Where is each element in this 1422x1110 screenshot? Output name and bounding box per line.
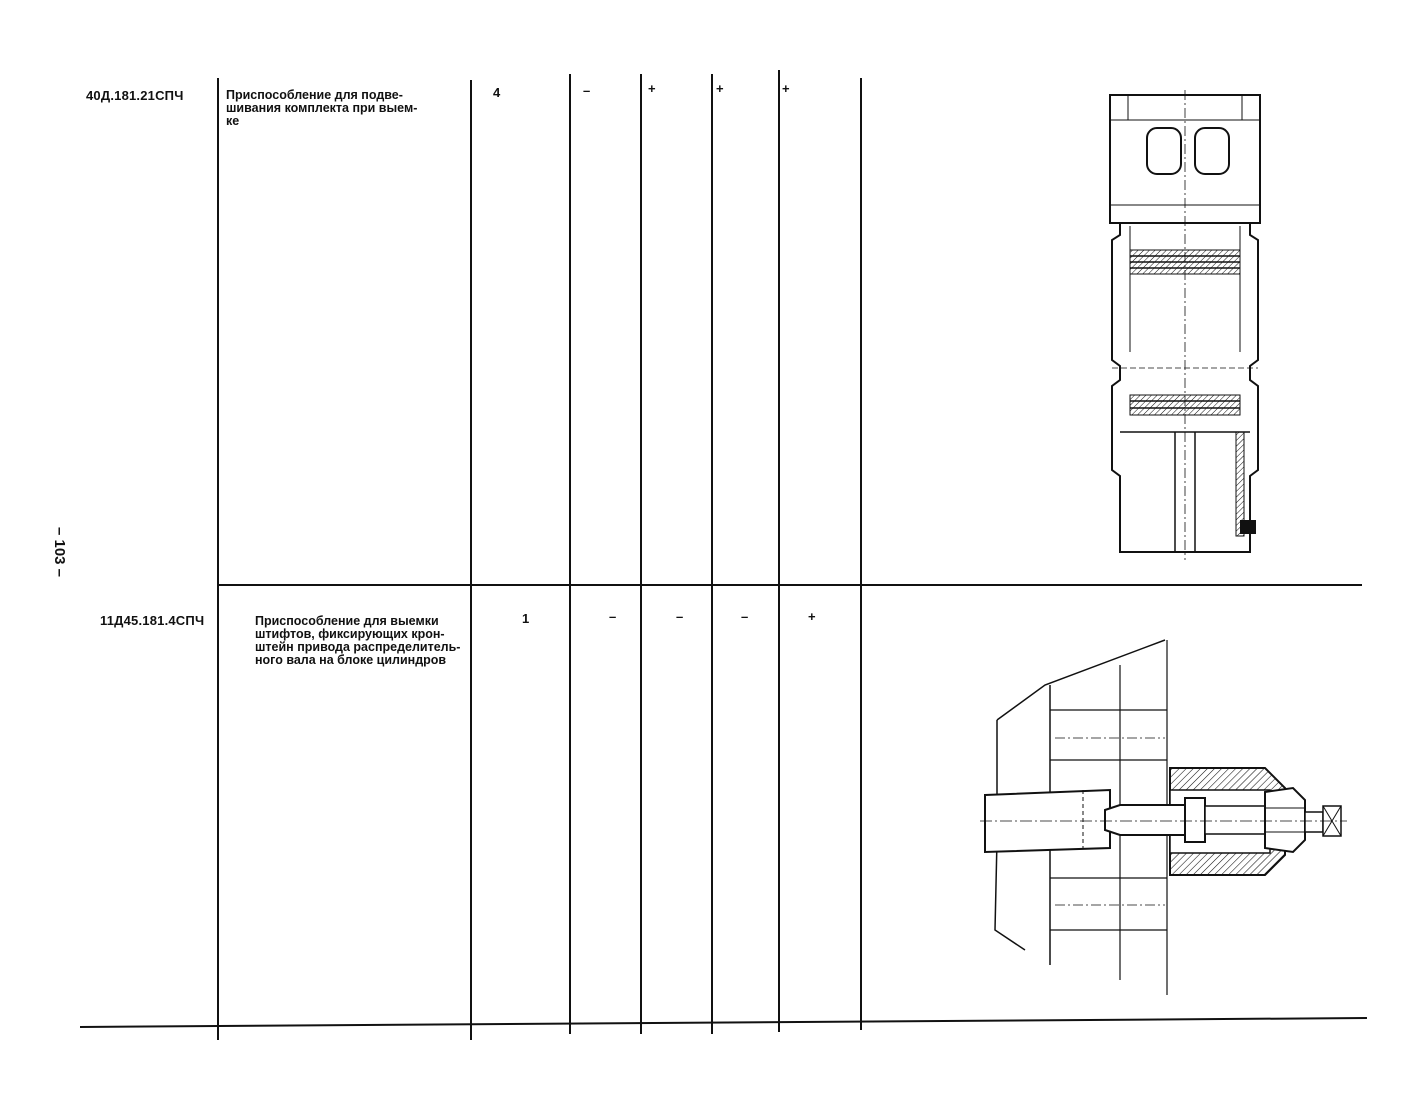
row2-qty: 1 — [522, 611, 530, 626]
row2-name: Приспособление для выемки штифтов, фикси… — [255, 615, 460, 667]
row1-name-line-1: Приспособление для подве- — [226, 88, 403, 102]
column-divider-mark-4 — [860, 78, 862, 1030]
row1-code: 40Д.181.21СПЧ — [86, 88, 184, 103]
row2-name-line-2: штифтов, фиксирующих крон- — [255, 627, 445, 641]
row1-mark-3: + — [716, 81, 724, 96]
column-divider-mark-1 — [640, 74, 642, 1034]
suspension-fixture-drawing — [1109, 90, 1261, 560]
row1-mark-4: + — [782, 81, 790, 96]
column-divider-qty — [569, 74, 571, 1034]
pin-extractor-drawing — [980, 639, 1347, 995]
row1-name-line-2: шивания комплекта при выем- — [226, 101, 418, 115]
row2-name-line-1: Приспособление для выемки — [255, 614, 439, 628]
row1-mark-2: + — [648, 81, 656, 96]
row1-mark-1: – — [583, 83, 591, 98]
column-divider-name — [470, 80, 472, 1040]
page-number: – 103 – — [51, 526, 69, 578]
row2-name-line-4: ного вала на блоке цилиндров — [255, 653, 447, 667]
row1-name: Приспособление для подве- шивания компле… — [226, 89, 417, 128]
column-divider-mark-3 — [778, 70, 780, 1032]
row1-name-line-3: ке — [226, 114, 240, 128]
row2-mark-4: + — [808, 609, 816, 624]
row2-name-line-3: штейн привода распределитель- — [255, 640, 461, 654]
row-divider — [217, 584, 1362, 586]
row2-mark-3: – — [741, 609, 749, 624]
row2-code: 11Д45.181.4СПЧ — [100, 613, 205, 628]
table-bottom-line — [79, 1017, 1367, 1028]
column-divider-code — [217, 78, 219, 1040]
row2-mark-2: – — [676, 609, 684, 624]
row1-qty: 4 — [493, 85, 501, 100]
row2-mark-1: – — [609, 609, 617, 624]
column-divider-mark-2 — [711, 74, 713, 1034]
